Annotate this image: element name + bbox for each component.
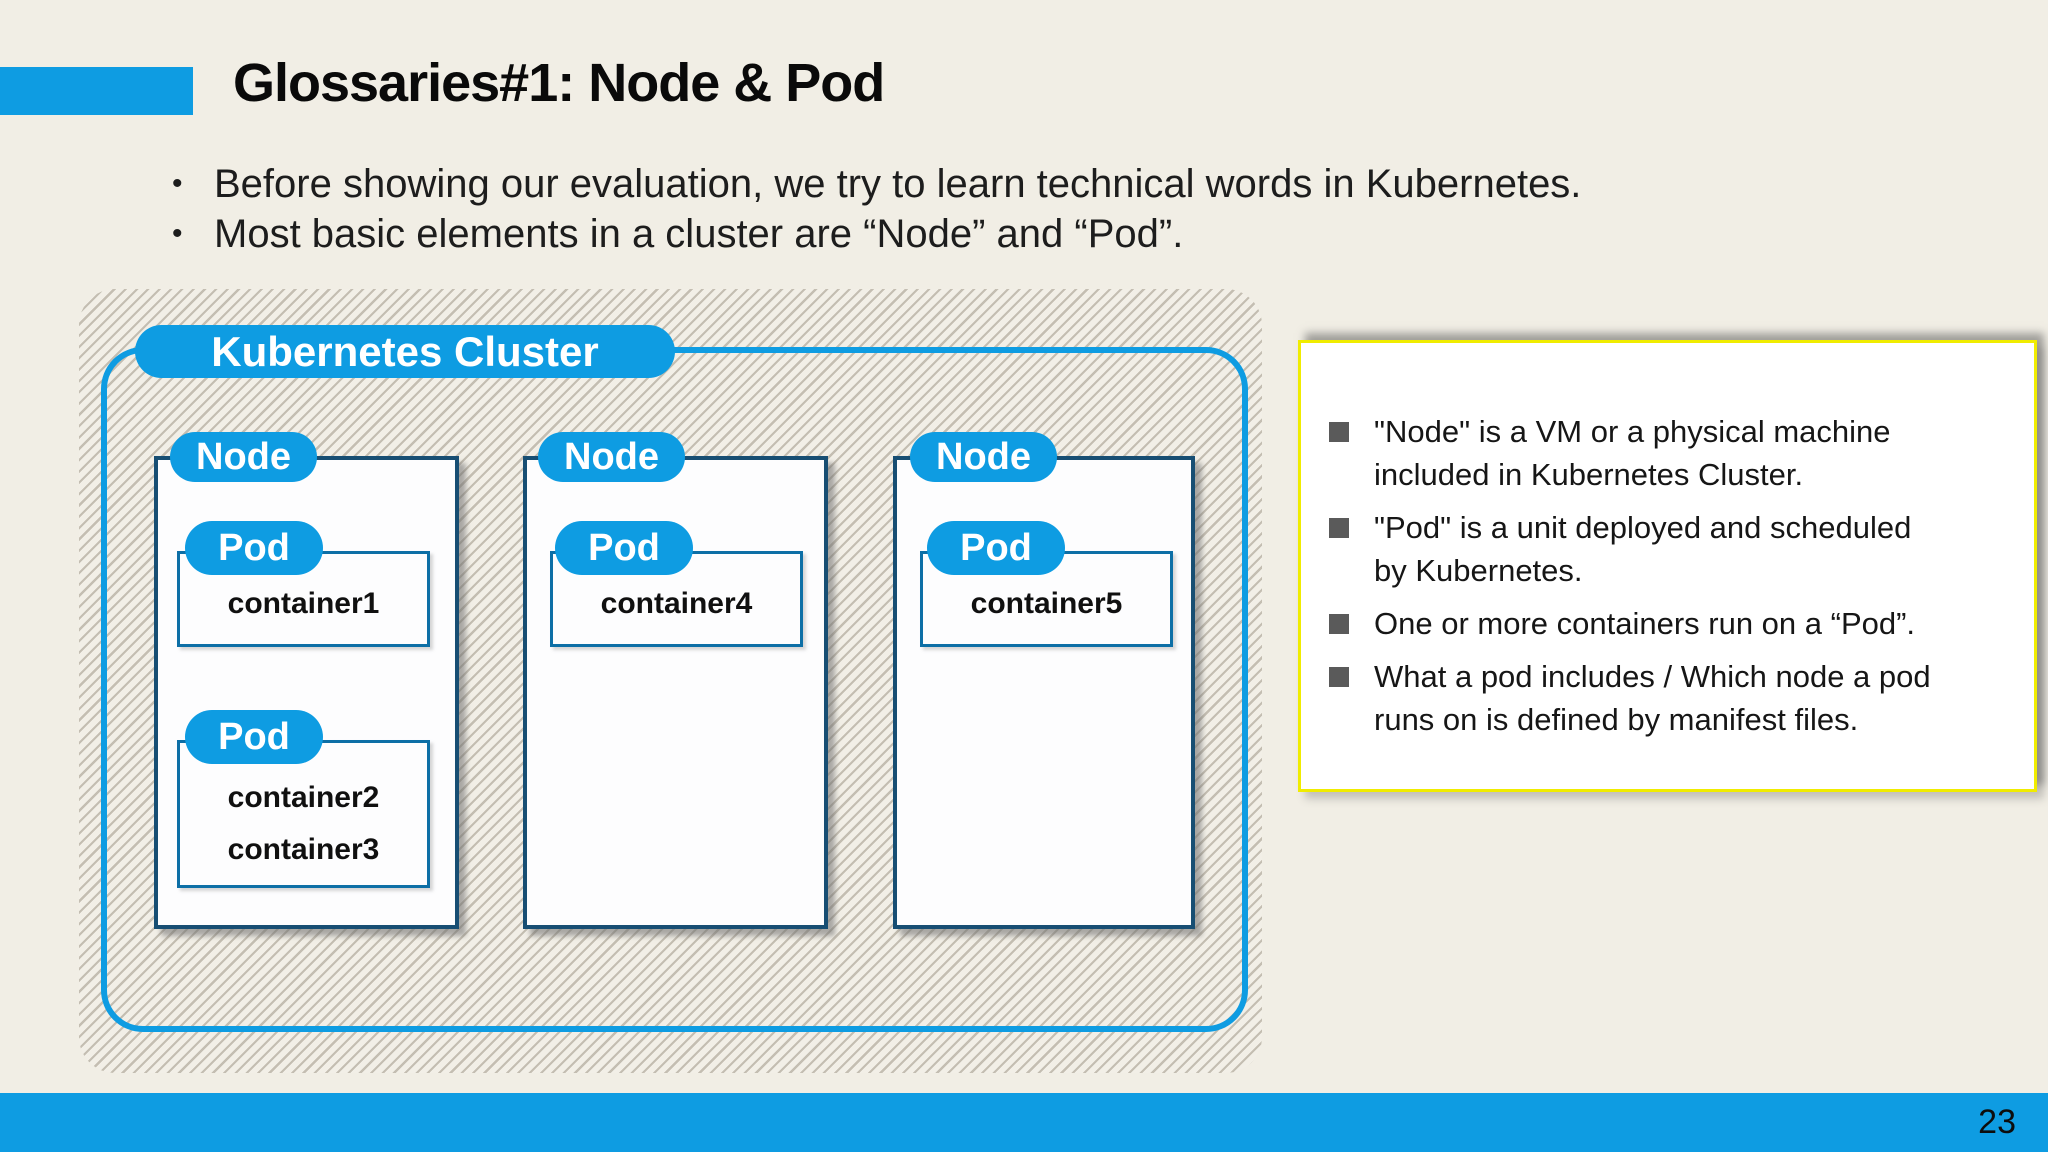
info-item: "Pod" is a unit deployed and scheduled b… — [1329, 506, 2009, 592]
node-label: Node — [564, 435, 659, 478]
bullet-item: • Before showing our evaluation, we try … — [172, 159, 1922, 209]
container-label: container5 — [970, 587, 1123, 620]
square-bullet-icon — [1329, 422, 1349, 442]
square-bullet-icon — [1329, 667, 1349, 687]
pod-box — [177, 740, 430, 888]
container-label: container3 — [227, 833, 380, 866]
footer-bar: 23 — [0, 1093, 2048, 1152]
info-text: One or more containers run on a “Pod”. — [1374, 606, 1916, 641]
pod-label: Pod — [588, 526, 660, 569]
info-box: "Node" is a VM or a physical machine inc… — [1298, 340, 2037, 792]
square-bullet-icon — [1329, 614, 1349, 634]
pod-label: Pod — [218, 715, 290, 758]
info-item: What a pod includes / Which node a pod r… — [1329, 655, 2009, 741]
page-number: 23 — [1978, 1103, 2016, 1141]
bullet-item: • Most basic elements in a cluster are “… — [172, 209, 1922, 259]
container-label: container1 — [227, 587, 380, 620]
cluster-label-pill: Kubernetes Cluster — [135, 325, 675, 378]
pod-label: Pod — [218, 526, 290, 569]
info-list: "Node" is a VM or a physical machine inc… — [1329, 410, 2009, 751]
pod-label: Pod — [960, 526, 1032, 569]
pod-label-pill: Pod — [185, 521, 323, 575]
page-title: Glossaries#1: Node & Pod — [233, 53, 885, 113]
node-label: Node — [196, 435, 291, 478]
info-text: "Pod" is a unit deployed and scheduled b… — [1374, 510, 1912, 588]
node-label-pill: Node — [910, 432, 1057, 482]
cluster-label: Kubernetes Cluster — [211, 327, 599, 375]
square-bullet-icon — [1329, 518, 1349, 538]
pod-label-pill: Pod — [927, 521, 1065, 575]
bullet-text: Before showing our evaluation, we try to… — [214, 161, 1582, 206]
info-item: One or more containers run on a “Pod”. — [1329, 602, 2009, 645]
bullet-marker: • — [172, 167, 183, 200]
info-item: "Node" is a VM or a physical machine inc… — [1329, 410, 2009, 496]
node-label: Node — [936, 435, 1031, 478]
container-label: container2 — [227, 781, 380, 814]
node-label-pill: Node — [170, 432, 317, 482]
bullet-marker: • — [172, 217, 183, 250]
bullet-text: Most basic elements in a cluster are “No… — [214, 211, 1184, 256]
container-label: container4 — [600, 587, 753, 620]
info-text: "Node" is a VM or a physical machine inc… — [1374, 414, 1891, 492]
info-text: What a pod includes / Which node a pod r… — [1374, 659, 1931, 737]
pod-label-pill: Pod — [185, 710, 323, 764]
pod-label-pill: Pod — [555, 521, 693, 575]
node-label-pill: Node — [538, 432, 685, 482]
title-accent-bar — [0, 67, 193, 115]
